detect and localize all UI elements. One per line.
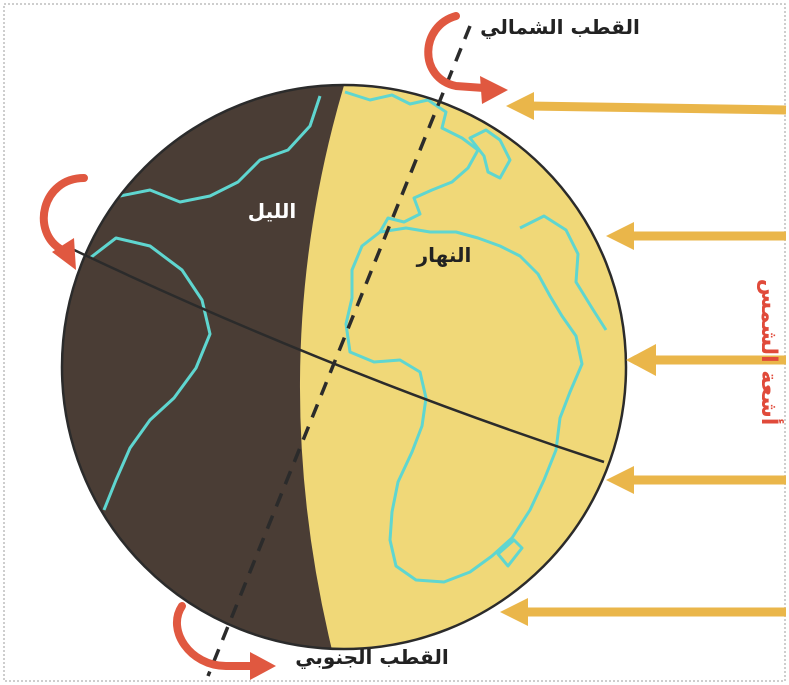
north-pole-label: القطب الشمالي — [480, 15, 640, 40]
south-pole-label: القطب الجنوبي — [295, 645, 449, 670]
night-label: الليل — [248, 199, 297, 223]
rotation-axis — [206, 25, 472, 677]
africa-coastline — [344, 226, 584, 584]
sun-ray-arrow — [606, 222, 786, 250]
middle-east-coastline — [519, 214, 608, 331]
globe — [60, 83, 628, 651]
sun-ray-arrow — [506, 92, 787, 120]
night-side — [62, 85, 345, 649]
south-america-coastline — [89, 236, 212, 511]
day-label: النهار — [416, 243, 472, 267]
scandinavia-coastline — [468, 128, 512, 180]
north-america-coastline — [119, 95, 322, 204]
rotation-arrow-north — [424, 12, 508, 104]
madagascar-coastline — [496, 538, 524, 568]
sun-ray-arrow — [606, 466, 786, 494]
sun-ray-arrow — [500, 598, 786, 626]
rotation-arrow-west — [39, 174, 88, 270]
sun-ray-arrow — [626, 344, 786, 376]
globe-outline — [60, 83, 628, 651]
sun-rays — [500, 92, 787, 626]
sun-rays-label: أشعة الشمس — [756, 279, 785, 426]
rotation-arrow-south — [173, 602, 276, 680]
